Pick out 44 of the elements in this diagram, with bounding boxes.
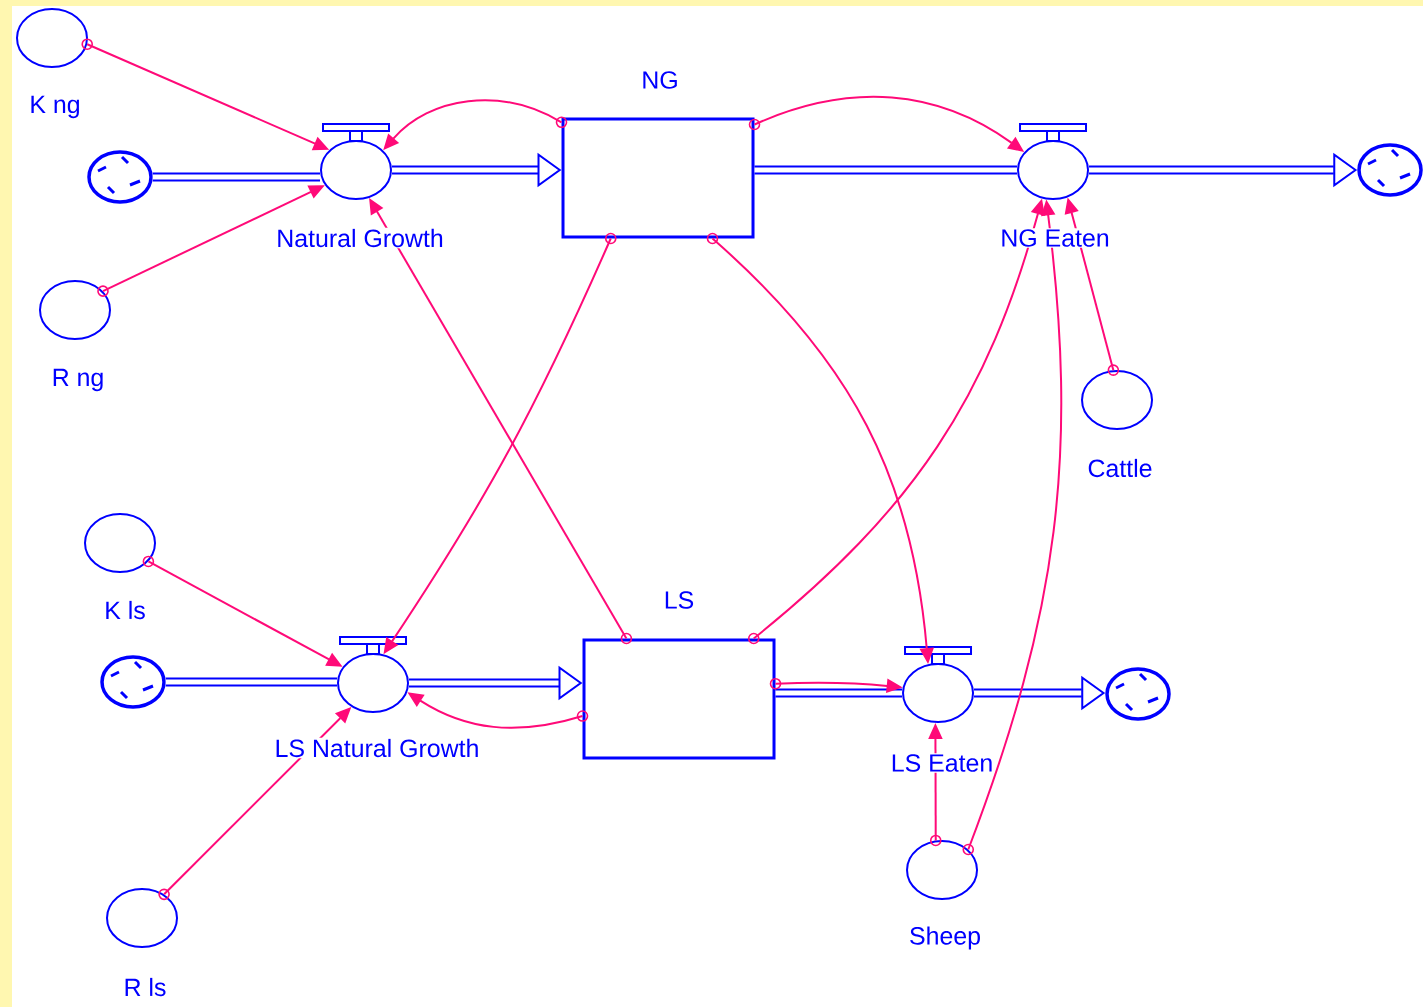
variable-label: LS	[662, 590, 696, 610]
valve-symbol	[902, 646, 974, 723]
connector-port-ring	[97, 285, 109, 297]
variable-label: Cattle	[1086, 457, 1154, 479]
auxiliary-circle	[39, 280, 111, 340]
connector-port-ring	[158, 888, 170, 901]
valve-symbol	[337, 636, 409, 713]
stock-box	[561, 117, 755, 239]
variable-label: NG Eaten	[999, 228, 1111, 248]
connector-port-ring	[555, 116, 568, 129]
auxiliary-circle	[84, 513, 156, 573]
variable-label: K ng	[28, 94, 82, 120]
cloud-symbol	[1357, 143, 1423, 197]
cloud-symbol	[100, 655, 166, 709]
auxiliary-circle	[106, 888, 178, 948]
auxiliary-circle	[1081, 370, 1153, 430]
connector-port-ring	[769, 677, 782, 690]
auxiliary-circle	[16, 8, 88, 68]
variable-label: Sheep	[908, 925, 982, 951]
connector-port-ring	[142, 555, 155, 568]
connector-port-ring	[1107, 364, 1120, 376]
connector-port-ring	[81, 38, 93, 50]
auxiliary-circle	[906, 840, 978, 900]
variable-label: LS Eaten	[889, 753, 995, 773]
connector-port-ring	[620, 632, 633, 645]
valve-symbol	[320, 123, 392, 200]
variable-label: K ls	[103, 599, 147, 621]
connector-port-ring	[929, 834, 942, 847]
flow-pipe	[754, 165, 1017, 175]
connector-port-ring	[576, 710, 589, 722]
stock-box	[582, 638, 776, 760]
connector-port-ring	[962, 843, 975, 856]
flow-pipe	[775, 688, 902, 698]
valve-symbol	[1017, 123, 1089, 200]
cloud-symbol	[1105, 667, 1171, 721]
variable-label: Natural Growth	[275, 227, 445, 249]
connector-port-ring	[604, 232, 617, 245]
connector-port-ring	[706, 232, 719, 245]
connector-port-ring	[747, 632, 760, 645]
variable-label: NG	[640, 70, 680, 90]
connector-port-ring	[748, 118, 761, 131]
cloud-symbol	[87, 150, 153, 204]
flow-pipe	[165, 677, 337, 687]
flow-pipe	[152, 172, 320, 182]
